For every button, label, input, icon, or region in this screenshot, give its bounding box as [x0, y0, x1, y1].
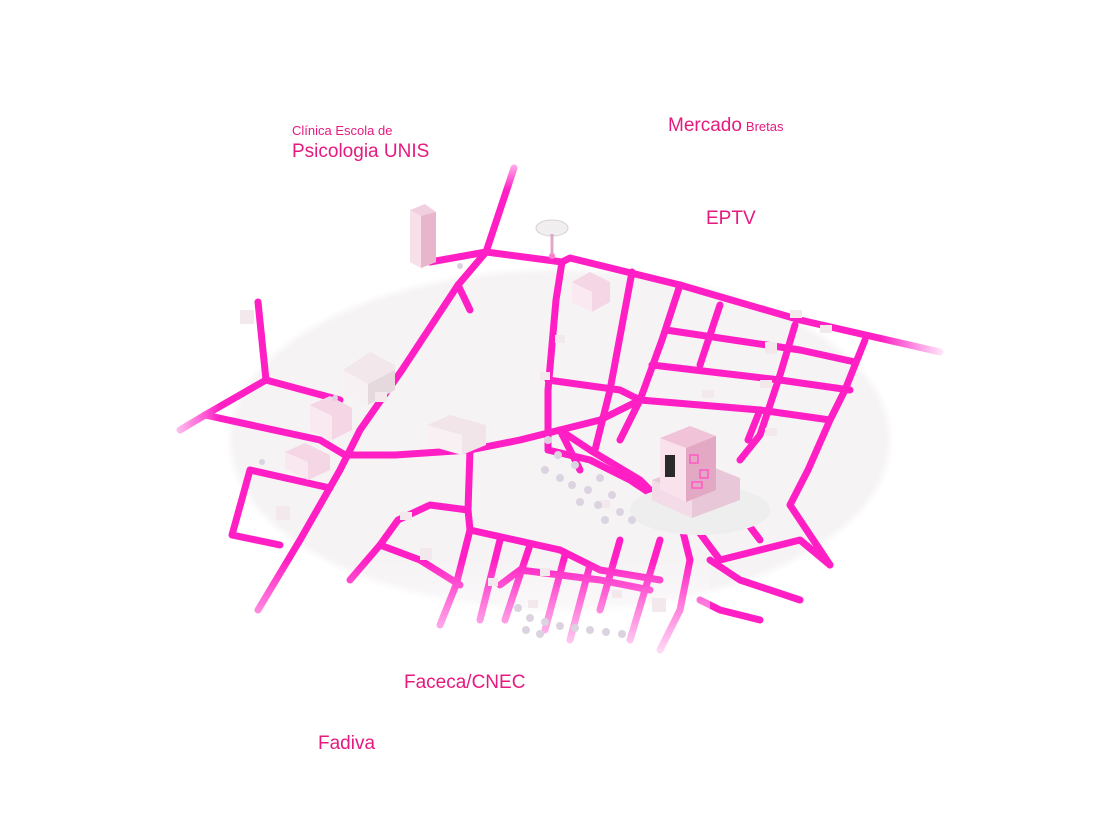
highrise-building-icon [630, 426, 770, 535]
road [246, 466, 334, 492]
tree-icon [556, 474, 564, 482]
tree-icon [536, 630, 544, 638]
tree-icon [584, 486, 592, 494]
tree-icon [554, 451, 562, 459]
label-faceca-cnec: Faceca/CNEC [404, 672, 526, 693]
road [426, 248, 566, 266]
tree-icon [594, 501, 602, 509]
tree-icon [571, 624, 579, 632]
road [544, 258, 566, 454]
building [572, 272, 610, 312]
tree-icon [522, 626, 530, 634]
building [427, 415, 486, 455]
buildings [240, 204, 832, 612]
radar-dish-icon [535, 219, 569, 259]
road [706, 556, 804, 604]
tree-icon [586, 626, 594, 634]
tree-icon [576, 498, 584, 506]
tree-icon [332, 395, 338, 401]
label-unis-line2: Psicologia UNIS [292, 141, 430, 162]
tree-icon [526, 614, 534, 622]
tree-icon [571, 461, 579, 469]
label-eptv: EPTV [706, 208, 756, 229]
road [616, 281, 684, 444]
tree-icon [618, 630, 626, 638]
label-mercado-sub: Bretas [745, 119, 784, 134]
road [736, 321, 799, 464]
road [201, 411, 349, 459]
houses [240, 310, 832, 612]
tree-icon [514, 604, 522, 612]
road [716, 536, 834, 569]
label-unis-line1: Clínica Escola de [292, 123, 393, 138]
tree-icon [544, 436, 552, 444]
road [786, 336, 869, 569]
tree-icon [541, 466, 549, 474]
tree-icon [596, 474, 604, 482]
road [744, 406, 764, 444]
tree-icon [457, 263, 463, 269]
tree-icon [608, 491, 616, 499]
trees [259, 263, 636, 638]
road [696, 301, 724, 369]
building [285, 443, 330, 480]
tree-icon [568, 481, 576, 489]
building [343, 352, 395, 405]
tree-icon [556, 622, 564, 630]
tree-icon [259, 459, 265, 465]
road [454, 281, 474, 314]
tree-icon [616, 508, 624, 516]
tree-icon [541, 618, 549, 626]
tree-icon [628, 516, 636, 524]
road [464, 446, 564, 554]
label-fadiva: Fadiva [318, 733, 376, 754]
tree-icon [601, 516, 609, 524]
tree-icon [602, 628, 610, 636]
road [346, 501, 472, 584]
building [410, 204, 436, 268]
building [310, 396, 352, 440]
road [544, 376, 834, 424]
label-clinica-unis: Clínica Escola de Psicologia UNIS [292, 124, 429, 161]
road [228, 466, 284, 549]
label-mercado-main: Mercado [668, 115, 742, 136]
